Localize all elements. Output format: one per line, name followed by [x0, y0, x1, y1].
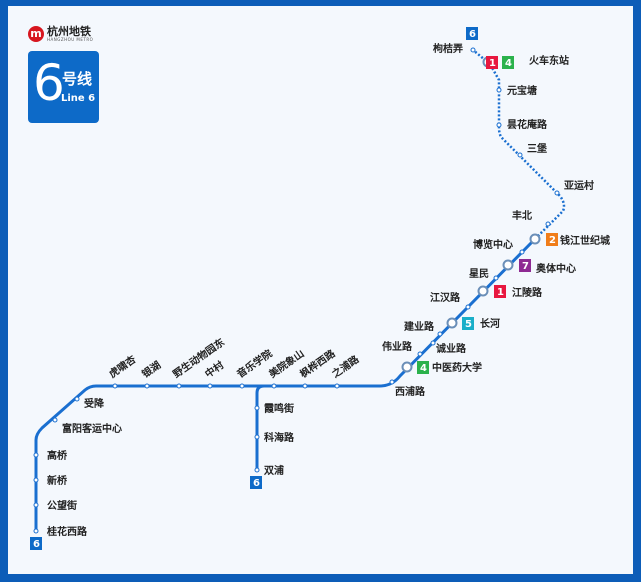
line6-branch-track — [255, 384, 265, 470]
line-name-cn: 号线 — [62, 70, 93, 88]
station-marker[interactable] — [517, 152, 523, 158]
station-label[interactable]: 长河 — [480, 317, 500, 330]
station-marker[interactable] — [496, 122, 502, 128]
station-label[interactable]: 枸桔弄 — [433, 42, 463, 55]
station-label[interactable]: 博览中心 — [473, 238, 513, 251]
transfer-line-number: 1 — [497, 287, 504, 298]
terminal-line-number: 6 — [33, 539, 40, 550]
station-marker[interactable] — [417, 351, 423, 357]
station-marker[interactable] — [52, 417, 58, 423]
station-label[interactable]: 星民 — [469, 268, 489, 280]
transfer-line-2-badge — [546, 233, 558, 246]
line6-main-track — [34, 237, 537, 531]
logo-name-cn: 杭州地铁 — [47, 25, 91, 38]
hangzhou-metro-logo: m 杭州地铁 HANGZHOU METRO — [28, 26, 93, 42]
station-marker[interactable] — [176, 383, 182, 389]
station-marker[interactable] — [207, 383, 213, 389]
station-marker[interactable] — [302, 383, 308, 389]
station-label[interactable]: 富阳客运中心 — [62, 422, 122, 435]
station-label[interactable]: 科海路 — [264, 431, 295, 444]
station-label[interactable]: 音乐学院 — [234, 347, 274, 381]
station-label[interactable]: 双浦 — [264, 464, 284, 477]
transfer-line-1-badge — [486, 56, 498, 69]
station-label[interactable]: 公望街 — [47, 499, 77, 512]
logo-name-en: HANGZHOU METRO — [47, 37, 94, 42]
transfer-line-number: 4 — [420, 363, 427, 374]
transfer-station-marker[interactable] — [401, 361, 413, 373]
station-label[interactable]: 江汉路 — [430, 291, 461, 304]
station-label[interactable]: 奥体中心 — [536, 262, 576, 275]
line-number: 6 — [33, 54, 65, 112]
station-marker[interactable] — [112, 383, 118, 389]
station-label[interactable]: 元宝塘 — [507, 84, 537, 97]
transfer-station-marker[interactable] — [477, 285, 489, 297]
terminal-line-badge — [466, 27, 478, 40]
station-marker[interactable] — [254, 405, 260, 411]
terminal-line-badge — [250, 476, 262, 489]
transfer-station-marker[interactable] — [529, 233, 541, 245]
transfer-line-number: 4 — [505, 58, 512, 69]
transfer-line-7-badge — [519, 259, 531, 272]
station-label[interactable]: 江陵路 — [512, 286, 543, 299]
station-label[interactable]: 伟业路 — [382, 340, 413, 353]
station-label[interactable]: 丰北 — [512, 209, 532, 222]
transfer-station-marker[interactable] — [502, 259, 514, 271]
station-marker[interactable] — [519, 249, 525, 255]
line-title-box: 6 号线 Line 6 — [28, 51, 99, 123]
station-label[interactable]: 银湖 — [139, 358, 163, 380]
station-marker[interactable] — [496, 87, 502, 93]
station-label[interactable]: 亚运村 — [564, 179, 594, 192]
transfer-line-number: 7 — [522, 261, 529, 272]
station-label[interactable]: 受降 — [84, 397, 105, 410]
station-marker[interactable] — [334, 383, 340, 389]
station-label[interactable]: 昙花庵路 — [507, 118, 548, 131]
station-label[interactable]: 三堡 — [527, 142, 547, 155]
station-marker[interactable] — [437, 331, 443, 337]
station-label[interactable]: 诚业路 — [436, 342, 467, 355]
station-marker[interactable] — [33, 452, 39, 458]
station-marker[interactable] — [33, 477, 39, 483]
station-label[interactable]: 钱江世纪城 — [560, 234, 610, 247]
transfer-line-1-badge — [494, 285, 506, 298]
station-marker[interactable] — [470, 47, 476, 53]
station-marker[interactable] — [74, 396, 80, 402]
station-label[interactable]: 新桥 — [47, 474, 68, 487]
station-marker[interactable] — [33, 502, 39, 508]
station-label[interactable]: 虎啸杏 — [106, 353, 138, 381]
terminal-line-number: 6 — [253, 478, 260, 489]
station-marker[interactable] — [545, 221, 551, 227]
station-marker[interactable] — [254, 434, 260, 440]
station-marker[interactable] — [271, 383, 277, 389]
transfer-station-marker[interactable] — [446, 317, 458, 329]
station-label[interactable]: 火车东站 — [529, 54, 569, 67]
station-marker[interactable] — [389, 379, 395, 385]
station-marker[interactable] — [33, 528, 39, 534]
transfer-line-number: 2 — [549, 235, 556, 246]
transfer-line-4-badge — [417, 361, 429, 374]
map-frame — [8, 6, 633, 574]
station-label[interactable]: 中医药大学 — [432, 361, 482, 374]
station-marker[interactable] — [254, 467, 260, 473]
line-name-en: Line 6 — [61, 93, 96, 104]
station-label[interactable]: 霞鸣街 — [264, 402, 294, 415]
station-label[interactable]: 中村 — [202, 358, 226, 380]
transfer-line-5-badge — [462, 317, 474, 330]
station-marker[interactable] — [144, 383, 150, 389]
terminal-line-number: 6 — [469, 29, 476, 40]
transfer-line-number: 1 — [489, 58, 496, 69]
station-label[interactable]: 建业路 — [403, 320, 435, 333]
station-marker[interactable] — [465, 304, 471, 310]
station-label[interactable]: 西浦路 — [395, 385, 426, 398]
terminal-line-badge — [30, 537, 42, 550]
transfer-line-number: 5 — [465, 319, 472, 330]
metro-logo-icon: m — [28, 26, 44, 42]
transfer-line-4-badge — [502, 56, 514, 69]
station-marker[interactable] — [239, 383, 245, 389]
station-label[interactable]: 桂花西路 — [46, 525, 88, 538]
station-marker[interactable] — [554, 190, 560, 196]
station-label[interactable]: 高桥 — [47, 449, 68, 462]
station-marker[interactable] — [430, 340, 436, 346]
station-marker[interactable] — [493, 275, 499, 281]
